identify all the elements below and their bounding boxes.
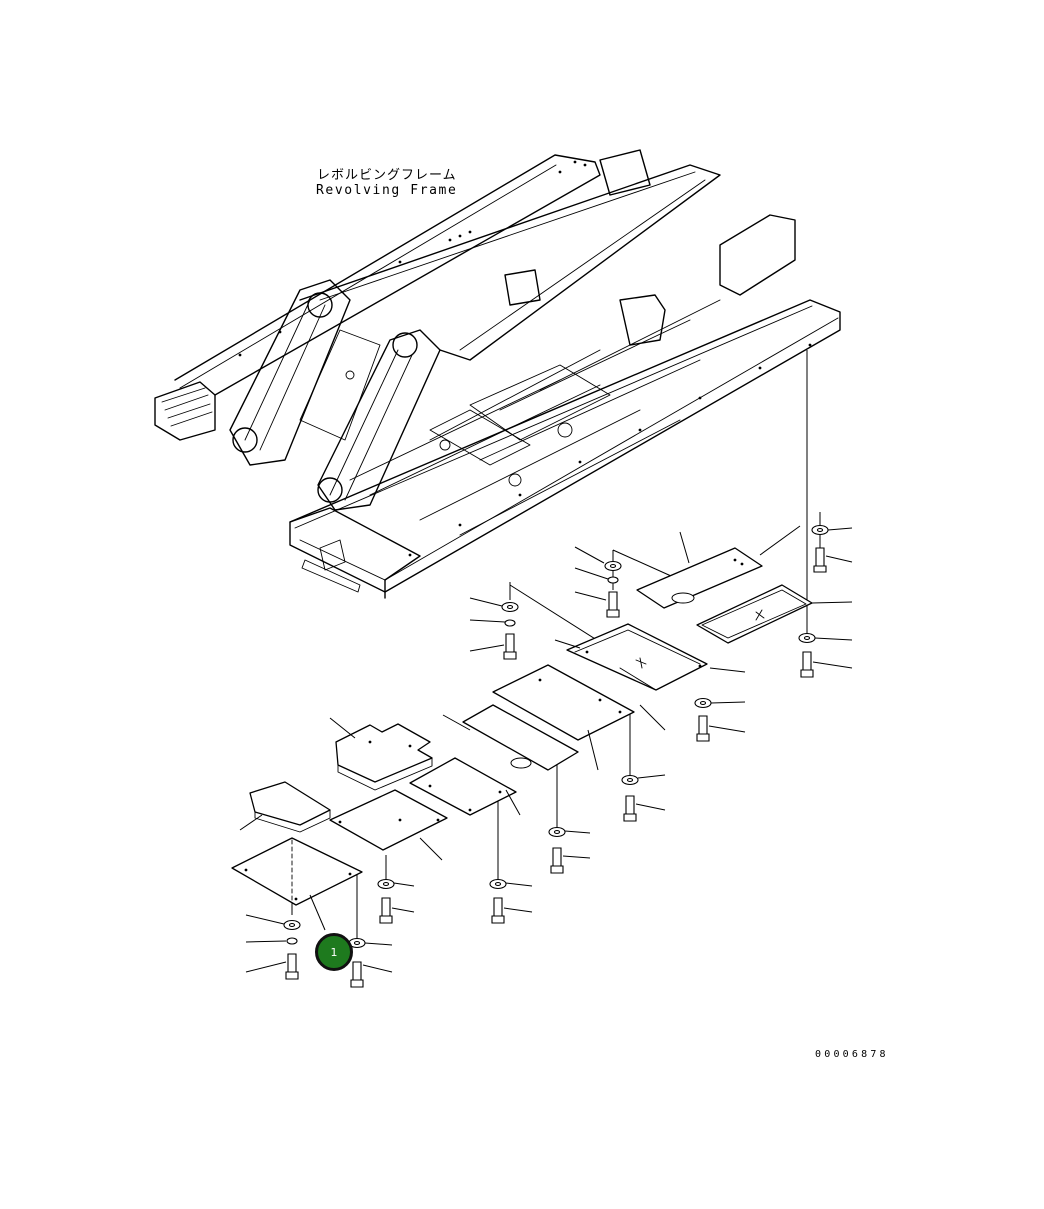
- revolving-frame: [154, 149, 841, 599]
- part-reference-leaders: [239, 525, 853, 973]
- fastener-sets: [283, 524, 829, 988]
- frame-title-japanese: レボルビングフレーム: [317, 168, 457, 183]
- part-callout-label: 1: [330, 945, 338, 959]
- frame-title-english: Revolving Frame: [316, 183, 458, 198]
- drawing-number: 00006878: [815, 1049, 889, 1060]
- undercover-plates: [231, 547, 813, 906]
- part-callout-1[interactable]: 1: [315, 933, 353, 971]
